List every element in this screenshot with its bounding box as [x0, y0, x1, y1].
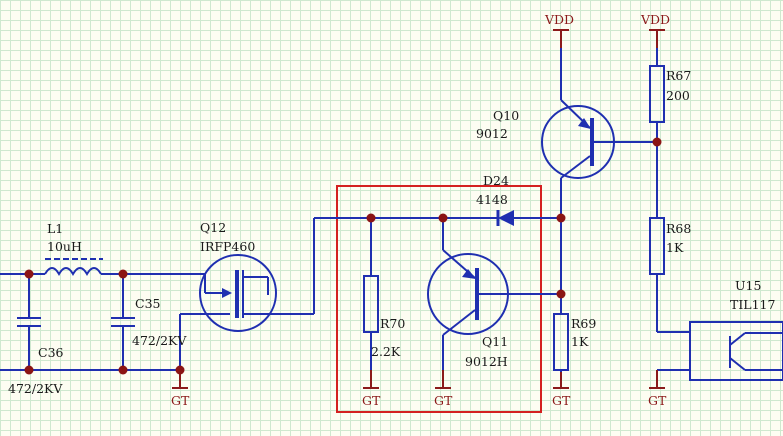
q11-value: 9012H	[465, 354, 508, 369]
c36-value: 472/2KV	[8, 381, 63, 396]
vdd-label-right: VDD	[640, 12, 670, 27]
r67-ref: R67	[666, 68, 691, 83]
gnd-label-r69: GT	[552, 393, 571, 408]
resistor-r68	[649, 217, 690, 333]
d24-ref: D24	[483, 173, 509, 188]
r68-value: 1K	[666, 240, 684, 255]
optocoupler-u15	[657, 321, 783, 381]
r69-ref: R69	[571, 316, 596, 331]
u15-ref: U15	[735, 278, 761, 293]
q12-ref: Q12	[200, 220, 226, 235]
r67-value: 200	[666, 88, 690, 103]
transistor-q11	[427, 218, 561, 389]
gnd-label-q11: GT	[434, 393, 453, 408]
transistor-q10	[541, 48, 656, 294]
highlight-box	[336, 185, 542, 413]
l1-value: 10uH	[47, 239, 82, 254]
c36-ref: C36	[38, 345, 64, 360]
gnd-label-r70: GT	[362, 393, 381, 408]
c35-value: 472/2KV	[132, 333, 187, 348]
r70-ref: R70	[380, 316, 405, 331]
q12-value: IRFP460	[200, 239, 255, 254]
resistor-r67	[649, 48, 665, 218]
u15-value: TIL117	[730, 297, 775, 312]
gnd-label-q12: GT	[171, 393, 190, 408]
r70-value: 2.2K	[371, 344, 401, 359]
resistor-r69	[553, 294, 569, 389]
resistor-r70	[363, 218, 379, 389]
vdd-label-left: VDD	[544, 12, 574, 27]
q10-ref: Q10	[493, 108, 519, 123]
l1-ref: L1	[47, 221, 63, 236]
q10-value: 9012	[476, 126, 508, 141]
r68-ref: R68	[666, 221, 691, 236]
junctions	[24, 137, 662, 375]
c35-ref: C35	[135, 296, 160, 311]
d24-value: 4148	[476, 192, 508, 207]
gnd-label-u15: GT	[648, 393, 667, 408]
q11-ref: Q11	[482, 334, 508, 349]
inductor-l1	[44, 267, 102, 276]
r69-value: 1K	[571, 334, 589, 349]
mosfet-q12	[179, 254, 314, 370]
diode-d24	[496, 210, 561, 226]
